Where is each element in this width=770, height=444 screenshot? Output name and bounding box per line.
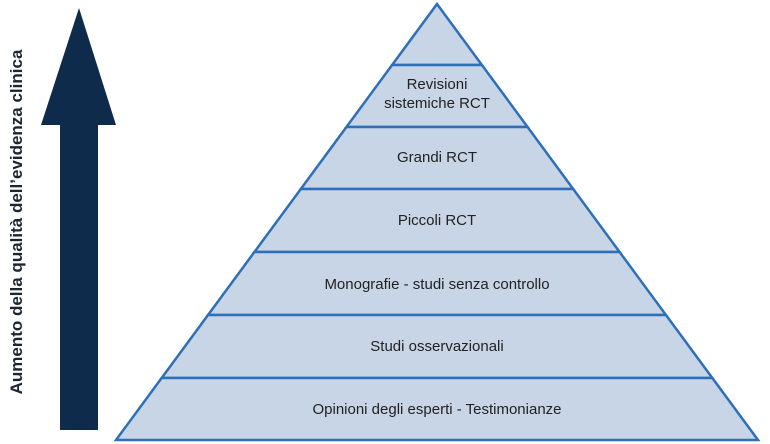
axis-label: Aumento della qualità dell’evidenza clin… (7, 49, 26, 395)
level-observational: Studi osservazionali (370, 338, 504, 355)
level-label: Revisioni (406, 76, 468, 93)
level-large-rct: Grandi RCT (396, 149, 478, 166)
level-label: sistemiche RCT (384, 95, 490, 112)
level-small-rct: Piccoli RCT (397, 212, 477, 229)
level-monographs: Monografie - studi senza controllo (324, 276, 550, 293)
up-arrow-icon (41, 8, 116, 430)
pyramid-level-0 (389, 1, 485, 67)
level-systematic-reviews: Revisioni sistemiche RCT (384, 75, 490, 113)
pyramid-level-6 (113, 376, 761, 442)
level-expert-opinion: Opinioni degli esperti - Testimonianze (312, 401, 562, 418)
